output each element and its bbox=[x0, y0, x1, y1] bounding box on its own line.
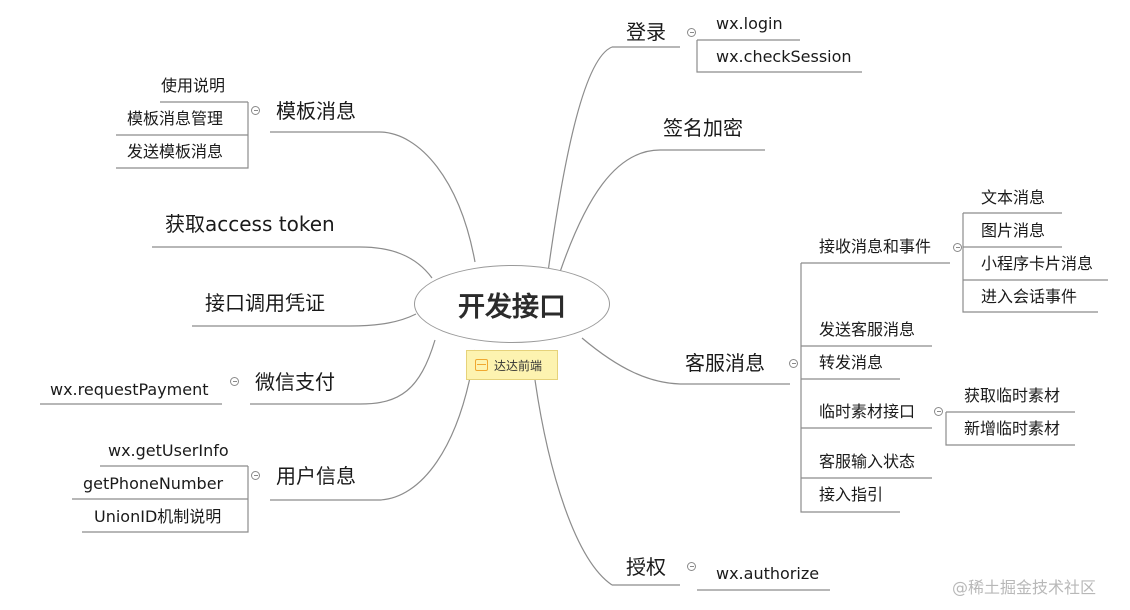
topic-user-info[interactable]: 用户信息 bbox=[276, 464, 356, 488]
collapse-toggle-icon[interactable] bbox=[953, 243, 962, 252]
topic-login[interactable]: 登录 bbox=[626, 20, 666, 44]
author-tag: 达达前端 bbox=[466, 350, 558, 380]
topic-image-message[interactable]: 图片消息 bbox=[981, 221, 1046, 240]
topic-wx-authorize[interactable]: wx.authorize bbox=[716, 564, 820, 583]
collapse-toggle-icon[interactable] bbox=[251, 106, 260, 115]
topic-send-cs-message[interactable]: 发送客服消息 bbox=[819, 320, 916, 339]
topic-api-credential[interactable]: 接口调用凭证 bbox=[205, 291, 325, 315]
topic-wx-login[interactable]: wx.login bbox=[716, 14, 783, 33]
topic-temp-media[interactable]: 临时素材接口 bbox=[819, 402, 916, 421]
link-signature bbox=[559, 149, 661, 273]
collapse-toggle-icon[interactable] bbox=[789, 359, 798, 368]
topic-get-user-info[interactable]: wx.getUserInfo bbox=[108, 441, 229, 460]
note-icon bbox=[475, 359, 488, 371]
topic-add-temp-media[interactable]: 新增临时素材 bbox=[964, 419, 1061, 438]
link-customer-service bbox=[581, 337, 681, 385]
topic-miniprogram-card[interactable]: 小程序卡片消息 bbox=[981, 254, 1094, 273]
topic-unionid[interactable]: UnionID机制说明 bbox=[94, 507, 222, 526]
topic-text-message[interactable]: 文本消息 bbox=[981, 188, 1046, 207]
collapse-toggle-icon[interactable] bbox=[251, 471, 260, 480]
topic-wx-check-session[interactable]: wx.checkSession bbox=[716, 47, 852, 66]
link-credential bbox=[349, 313, 417, 327]
topic-customer-service[interactable]: 客服消息 bbox=[685, 351, 765, 375]
topic-template-manage[interactable]: 模板消息管理 bbox=[127, 109, 224, 128]
topic-receive-events[interactable]: 接收消息和事件 bbox=[819, 237, 932, 256]
collapse-toggle-icon[interactable] bbox=[934, 407, 943, 416]
topic-access-token[interactable]: 获取access token bbox=[165, 212, 335, 236]
topic-send-template[interactable]: 发送模板消息 bbox=[127, 142, 224, 161]
collapse-toggle-icon[interactable] bbox=[687, 562, 696, 571]
topic-template-message[interactable]: 模板消息 bbox=[276, 99, 356, 123]
topic-signature[interactable]: 签名加密 bbox=[663, 116, 743, 140]
topic-get-temp-media[interactable]: 获取临时素材 bbox=[964, 386, 1061, 405]
topic-enter-session[interactable]: 进入会话事件 bbox=[981, 287, 1078, 306]
watermark-text: @稀土掘金技术社区 bbox=[952, 578, 1097, 597]
link-login bbox=[547, 46, 613, 273]
link-user-info bbox=[379, 349, 476, 501]
topic-usage-guide[interactable]: 使用说明 bbox=[161, 76, 226, 95]
link-authorize bbox=[534, 379, 613, 586]
topic-wechat-pay[interactable]: 微信支付 bbox=[255, 370, 335, 394]
topic-forward-message[interactable]: 转发消息 bbox=[819, 353, 884, 372]
link-template bbox=[379, 131, 476, 263]
topic-request-payment[interactable]: wx.requestPayment bbox=[50, 380, 209, 399]
topic-typing-status[interactable]: 客服输入状态 bbox=[819, 452, 916, 471]
link-access-token bbox=[359, 246, 433, 279]
collapse-toggle-icon[interactable] bbox=[687, 28, 696, 37]
topic-get-phone-number[interactable]: getPhoneNumber bbox=[83, 474, 224, 493]
central-topic[interactable]: 开发接口 bbox=[414, 265, 610, 343]
collapse-toggle-icon[interactable] bbox=[230, 377, 239, 386]
author-tag-label: 达达前端 bbox=[494, 358, 543, 373]
topic-access-guide[interactable]: 接入指引 bbox=[819, 485, 884, 504]
topic-authorize[interactable]: 授权 bbox=[626, 555, 666, 579]
link-wechat-pay bbox=[359, 339, 436, 405]
